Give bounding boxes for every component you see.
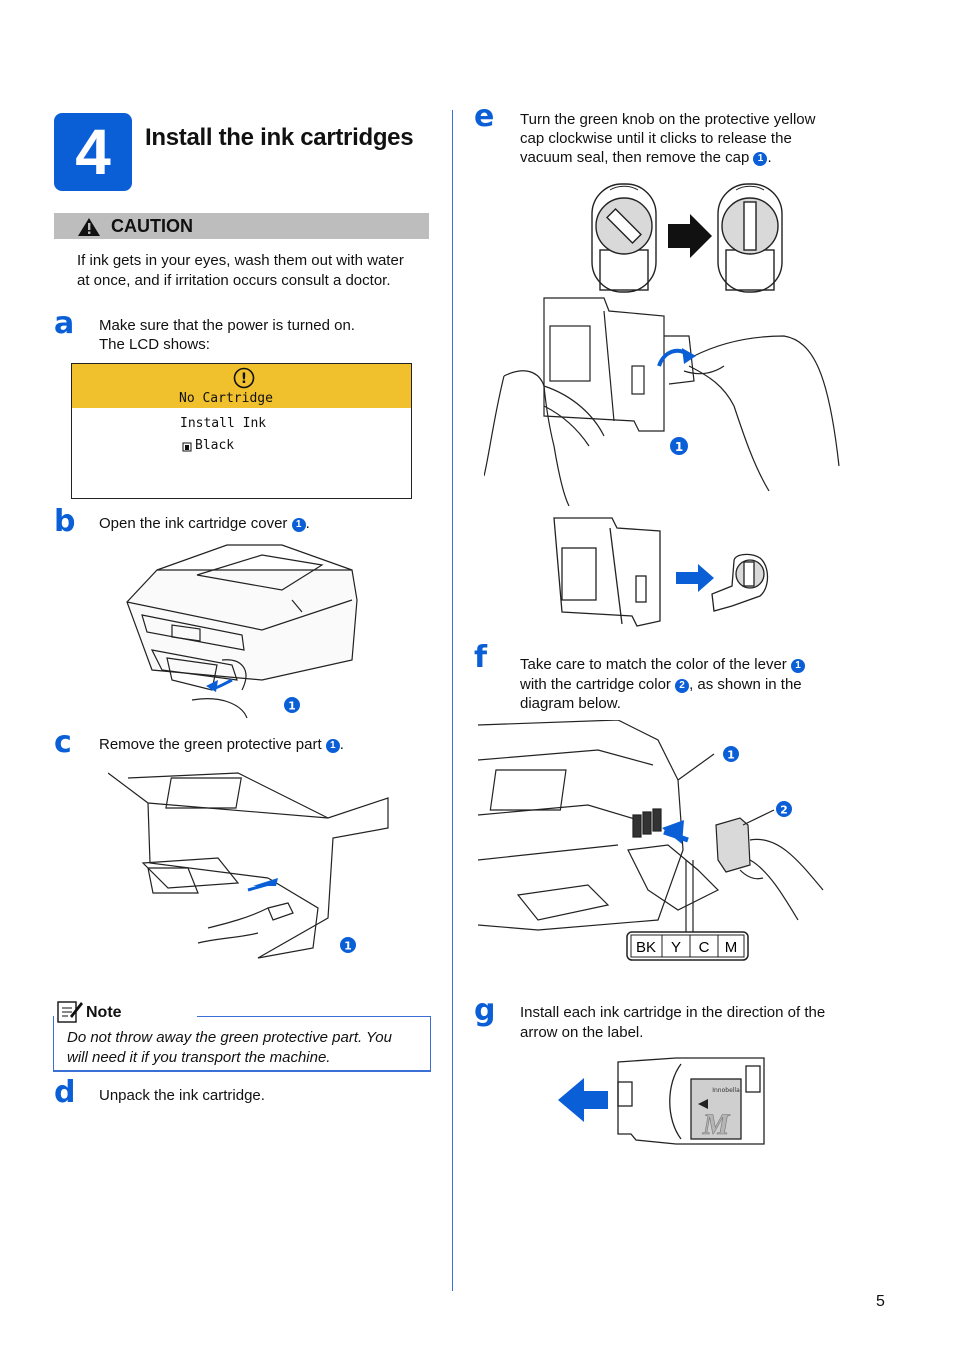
step-letter-e: e	[474, 99, 495, 134]
step-d-text: Unpack the ink cartridge.	[99, 1087, 265, 1104]
svg-text:1: 1	[727, 749, 735, 762]
step-e-line-2: cap clockwise until it clicks to release…	[520, 130, 792, 147]
section-title: Install the ink cartridges	[145, 124, 414, 151]
step-g-line-1: Install each ink cartridge in the direct…	[520, 1004, 826, 1021]
caution-text-2: at once, and if irritation occurs consul…	[77, 272, 391, 289]
step-a-line-1: Make sure that the power is turned on.	[99, 317, 355, 334]
knob-rotation-illustration	[591, 183, 783, 293]
step-letter-a: a	[54, 306, 75, 341]
printer-cover-illustration: 1	[126, 544, 358, 719]
svg-text:2: 2	[780, 804, 788, 817]
lcd-line-2: Install Ink	[180, 416, 267, 431]
svg-text:1: 1	[288, 700, 296, 713]
step-f-label-2-end: , as shown in the	[689, 676, 802, 693]
step-f-line-2: with the cartridge color 2, as shown in …	[520, 675, 802, 695]
step-g-line-2: arrow on the label.	[520, 1024, 644, 1041]
lcd-line-1: No Cartridge	[179, 391, 273, 406]
color-label-c: C	[699, 939, 710, 956]
svg-text:1: 1	[675, 440, 683, 454]
step-c-text: Remove the green protective part 1.	[99, 735, 344, 755]
note-top-rule	[197, 1016, 430, 1017]
step-letter-f: f	[474, 640, 488, 675]
install-direction-illustration: M Innobella	[558, 1057, 765, 1145]
note-label: Note	[86, 1004, 122, 1021]
note-text-2: will need it if you transport the machin…	[67, 1048, 331, 1066]
caution-bar	[54, 213, 429, 239]
step-f-line-1: Take care to match the color of the leve…	[520, 655, 805, 675]
lcd-alert-bar	[72, 364, 411, 408]
lcd-line-3: Black	[195, 438, 235, 453]
caution-text-1: If ink gets in your eyes, wash them out …	[77, 252, 404, 269]
step-e-line-1: Turn the green knob on the protective ye…	[520, 111, 816, 128]
color-label-bk: BK	[636, 939, 656, 956]
step-e-line-3: vacuum seal, then remove the cap 1.	[520, 148, 772, 168]
note-pencil-icon	[57, 1001, 83, 1023]
step-number-badge: 4	[54, 113, 132, 191]
step-letter-d: d	[54, 1075, 76, 1110]
step-f-line-3: diagram below.	[520, 695, 621, 712]
color-label-y: Y	[671, 939, 681, 956]
caution-label: CAUTION	[111, 216, 193, 236]
color-match-illustration: 1 2 BK Y C M	[478, 720, 824, 961]
note-text-1: Do not throw away the green protective p…	[67, 1029, 392, 1046]
lcd-screen: ! No Cartridge Install Ink Black	[71, 363, 412, 499]
svg-text:1: 1	[344, 940, 352, 953]
note-text: Do not throw away the green protective p…	[67, 1028, 422, 1067]
cartridge-and-cap-illustration	[553, 517, 769, 627]
ink-cartridge-icon	[182, 442, 192, 452]
cartridge-label: Innobella	[712, 1087, 740, 1094]
step-b-label: Open the ink cartridge cover	[99, 515, 288, 532]
remove-protective-part-illustration: 1	[108, 772, 389, 959]
remove-cap-hands-illustration: 1	[484, 297, 840, 507]
callout-1-icon: 1	[790, 659, 805, 673]
step-e-end: .	[767, 149, 772, 166]
step-b-text: Open the ink cartridge cover 1.	[99, 514, 310, 534]
cartridge-letter-m: M	[702, 1108, 731, 1141]
column-divider	[452, 110, 453, 1291]
step-b-end: .	[305, 515, 310, 532]
warning-triangle-icon	[78, 218, 100, 236]
callout-1-icon: 1	[753, 152, 768, 166]
step-e-label: vacuum seal, then remove the cap	[520, 149, 750, 166]
step-f-label-2: with the cartridge color	[520, 676, 671, 693]
page-number: 5	[876, 1293, 885, 1310]
step-f-label-1: Take care to match the color of the leve…	[520, 656, 787, 673]
step-a-line-2: The LCD shows:	[99, 336, 210, 353]
callout-1-icon: 1	[291, 518, 306, 532]
note-box	[53, 1016, 431, 1072]
callout-2-icon: 2	[675, 679, 690, 693]
step-c-end: .	[339, 736, 344, 753]
step-c-label: Remove the green protective part	[99, 736, 322, 753]
color-label-m: M	[725, 939, 738, 956]
step-letter-b: b	[54, 504, 76, 539]
step-letter-c: c	[54, 725, 72, 760]
color-label-strip: BK Y C M	[626, 931, 749, 961]
step-letter-g: g	[474, 993, 496, 1028]
alert-circle-icon: !	[233, 367, 255, 389]
callout-1-icon: 1	[325, 739, 340, 753]
svg-text:!: !	[241, 371, 247, 387]
